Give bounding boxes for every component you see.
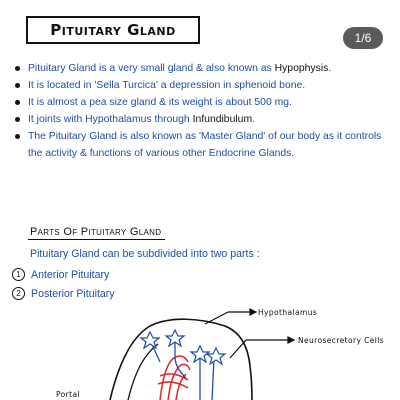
bullet-item: It is located in 'Sella Turcica' a depre…	[14, 77, 384, 94]
hypothalamus-label: Hypothalamus	[258, 308, 317, 317]
intro-bullet-list: Pituitary Gland is a very small gland & …	[14, 60, 384, 162]
stalk-outline	[127, 343, 159, 400]
pituitary-diagram: Hypothalamus Neurosecretory Cells Portal	[56, 308, 384, 400]
bullet-item: It joints with Hypothalamus through Infu…	[14, 111, 384, 128]
parts-section-heading: Parts Of Pituitary Gland	[28, 226, 166, 240]
portal-label: Portal	[56, 390, 80, 399]
page-title: Pituitary Gland	[26, 16, 200, 44]
bullet-item: The Pituitary Gland is also known as 'Ma…	[14, 128, 384, 162]
bullet-item: It is almost a pea size gland & its weig…	[14, 94, 384, 111]
parts-intro-text: Pituitary Gland can be subdivided into t…	[30, 248, 260, 260]
bullet-item: Pituitary Gland is a very small gland & …	[14, 60, 384, 77]
label-pointers	[204, 308, 296, 359]
number-circle-icon: 2	[12, 287, 25, 300]
neurosecretory-label: Neurosecretory Cells	[298, 336, 384, 345]
neurosecretory-neurons	[149, 338, 215, 400]
gland-outline	[109, 318, 253, 400]
page-indicator-badge: 1/6	[343, 27, 383, 49]
number-circle-icon: 1	[12, 268, 25, 281]
neuron-cell-icons	[139, 328, 227, 366]
